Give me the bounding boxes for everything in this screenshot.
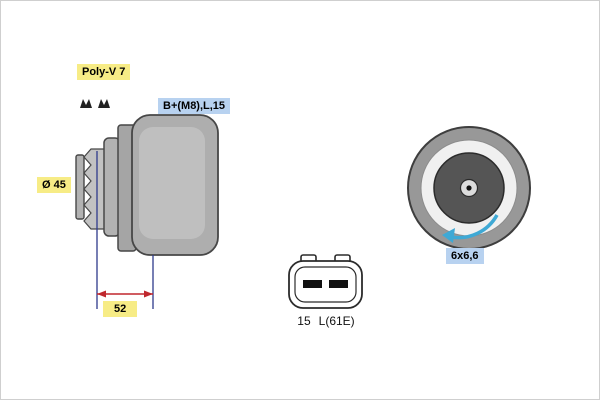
pulley-diameter-label: Ø 45 bbox=[37, 177, 71, 193]
dimension-arrow-right bbox=[144, 290, 153, 298]
dimension-arrow-left bbox=[97, 290, 106, 298]
rotation-arrow-head bbox=[442, 228, 455, 243]
pulley-groove-profile bbox=[83, 148, 106, 230]
connector-caption-terminal-l61e: L(61E) bbox=[318, 314, 355, 328]
connector-inner-wall bbox=[294, 266, 357, 303]
shaft-center-dot bbox=[466, 185, 472, 191]
alternator-side-view bbox=[75, 99, 219, 309]
belt-profile-icon bbox=[80, 99, 92, 108]
hole-spec-label: 6x6,6 bbox=[446, 248, 484, 264]
connector-outer-shell bbox=[288, 260, 363, 309]
connector-caption: 15 L(61E) bbox=[287, 314, 365, 328]
belt-profile-icon bbox=[98, 99, 110, 108]
pulley-left-flange bbox=[75, 154, 85, 220]
belt-type-label: Poly-V 7 bbox=[77, 64, 131, 80]
connector-pin-left bbox=[303, 280, 322, 288]
connector-pin-right bbox=[329, 280, 348, 288]
mount-dimension-label: 52 bbox=[103, 301, 138, 317]
connector-caption-terminal-15: 15 bbox=[297, 314, 311, 328]
alternator-body-highlight bbox=[139, 127, 205, 239]
terminals-label: B+(M8),L,15 bbox=[158, 98, 231, 114]
alternator-rear-view bbox=[407, 126, 531, 250]
rotation-arrow-arc bbox=[450, 214, 499, 240]
connector-plug-view bbox=[288, 254, 363, 309]
